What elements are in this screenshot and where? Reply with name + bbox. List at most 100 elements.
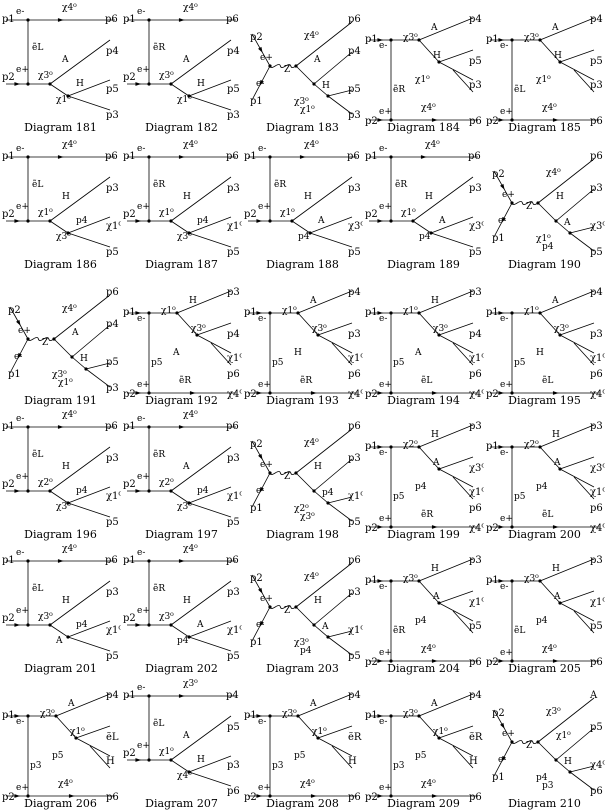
particle-label: A [182,462,190,472]
particle-label: H [183,192,191,202]
propagator-line [452,610,474,634]
vertex-dot [554,219,558,223]
vertex-dot [536,201,540,205]
particle-label: p3 [469,555,482,566]
particle-label: p4 [106,690,119,701]
particle-label: p5 [227,84,240,95]
particle-label: e- [16,548,24,558]
diagram-caption: Diagram 196 [24,528,97,541]
arrow-marker [377,659,384,663]
vertex-dot [558,467,562,471]
arrow-marker [178,425,185,429]
arrow-marker [14,794,21,798]
vertex-dot [26,219,30,223]
propagator-line [313,51,353,85]
particle-label: χ1⁰ [590,487,605,498]
vertex-dot [26,714,30,718]
particle-label: p5 [590,56,603,67]
particle-label: e- [256,486,264,496]
propagator-line [313,83,329,97]
vertex-dot [169,758,173,762]
particle-label: p5 [151,358,163,368]
particle-label: p1 [486,34,499,45]
arrow-marker [498,391,505,395]
propagator-line [559,602,595,622]
particle-label: p3 [106,587,119,598]
particle-label: ẽL [542,375,553,386]
particle-label: p5 [348,651,361,662]
particle-label: e+ [16,606,29,616]
particle-label: χ4⁰ [227,389,242,400]
particle-label: p4 [106,46,119,57]
propagator-line [418,17,474,41]
propagator-line [327,630,353,638]
particle-label: p6 [590,503,603,514]
particle-label: χ1⁰ [469,487,484,498]
propagator-line [430,232,474,248]
particle-label: p4 [536,773,548,783]
particle-label: p4 [469,14,482,25]
particle-label: e+ [137,741,150,751]
particle-label: χ2⁰ [294,504,309,514]
vertex-dot [70,355,74,359]
particle-label: p1 [8,369,21,380]
propagator-line [297,715,319,739]
propagator-line [438,49,474,63]
arrow-marker [310,794,317,798]
particle-label: p1 [250,637,263,648]
propagator-line [438,334,474,354]
arrow-marker [431,525,438,529]
propagator-line [412,220,432,234]
particle-label: p5 [294,751,306,761]
particle-label: χ1⁰ [177,95,192,105]
arrow-marker [258,587,263,594]
particle-label: e+ [379,202,392,212]
propagator-line [49,446,111,492]
particle-label: ẽR [395,179,407,190]
vertex-dot [147,559,151,563]
particle-label: e+ [500,648,513,658]
arrow-marker [377,391,384,395]
particle-label: p2 [486,657,499,668]
particle-label: e- [137,144,145,154]
vertex-dot [290,219,294,223]
particle-label: χ4⁰ [542,644,557,654]
particle-label: p1 [123,690,136,701]
vertex-dot [268,311,272,315]
particle-label: p5 [393,492,405,502]
particle-label: p1 [2,421,15,432]
diagram-caption: Diagram 187 [145,258,218,271]
propagator-line [569,232,595,252]
particle-label: p1 [486,575,499,586]
particle-label: χ1⁰ [556,731,571,741]
particle-label: χ3⁰ [300,512,315,522]
particle-label: p5 [348,84,361,95]
particle-label: p2 [365,116,378,127]
particle-label: p1 [123,555,136,566]
particle-label: p5 [590,722,603,733]
vertex-dot [510,740,514,744]
propagator-line [210,342,232,366]
particle-label: H [189,296,197,306]
particle-label: p5 [106,247,119,258]
particle-label: χ3⁰ [524,33,539,43]
vertex-dot [147,425,151,429]
particle-label: e+ [137,202,150,212]
particle-label: p1 [244,151,257,162]
particle-label: χ1⁰ [433,727,448,737]
particle-label: p4 [76,620,88,630]
particle-label: χ3⁰ [554,324,569,334]
vertex-dot [437,736,441,740]
arrow-marker [377,714,384,718]
particle-label: e- [256,79,264,89]
propagator-line [170,83,190,97]
particle-label: p2 [244,792,257,803]
